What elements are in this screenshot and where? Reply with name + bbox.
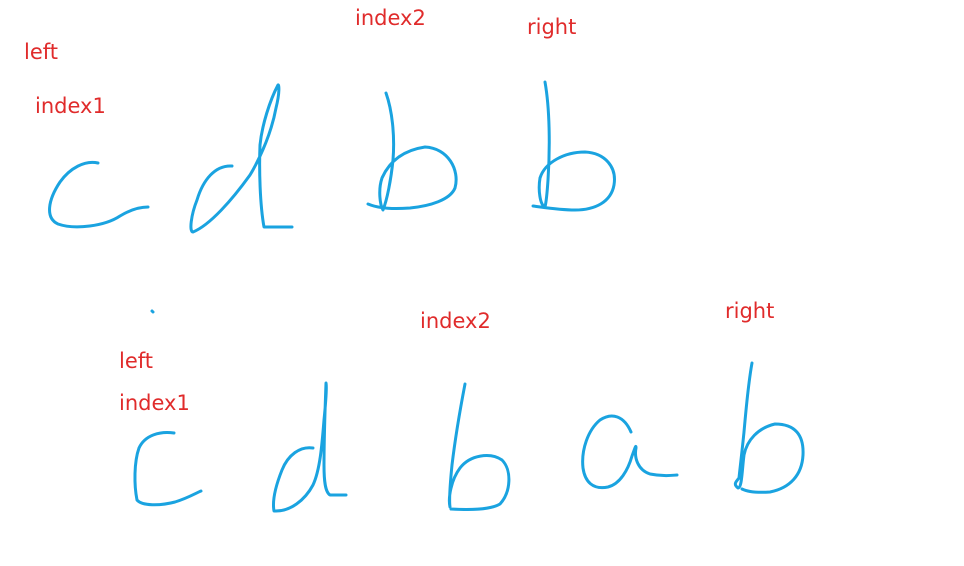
bottom-letter-c [133, 431, 203, 507]
bottom-left-label: left [119, 349, 154, 373]
stray-dot [150, 309, 155, 314]
bottom-letter-b-1 [447, 382, 511, 511]
top-letter-d [189, 83, 294, 234]
top-index2-label: index2 [355, 6, 426, 30]
top-letter-b-2 [531, 80, 616, 212]
top-letter-c [48, 160, 150, 229]
bottom-index2-label: index2 [420, 309, 491, 333]
bottom-letter-d [272, 381, 348, 513]
top-left-label: left [24, 40, 59, 64]
top-index1-label: index1 [35, 94, 106, 118]
bottom-right-label: right [725, 299, 775, 323]
top-letter-b-1 [366, 91, 458, 212]
bottom-letter-b-2 [733, 361, 805, 494]
top-right-label: right [527, 15, 577, 39]
bottom-index1-label: index1 [119, 391, 190, 415]
bottom-letter-a [581, 414, 679, 490]
